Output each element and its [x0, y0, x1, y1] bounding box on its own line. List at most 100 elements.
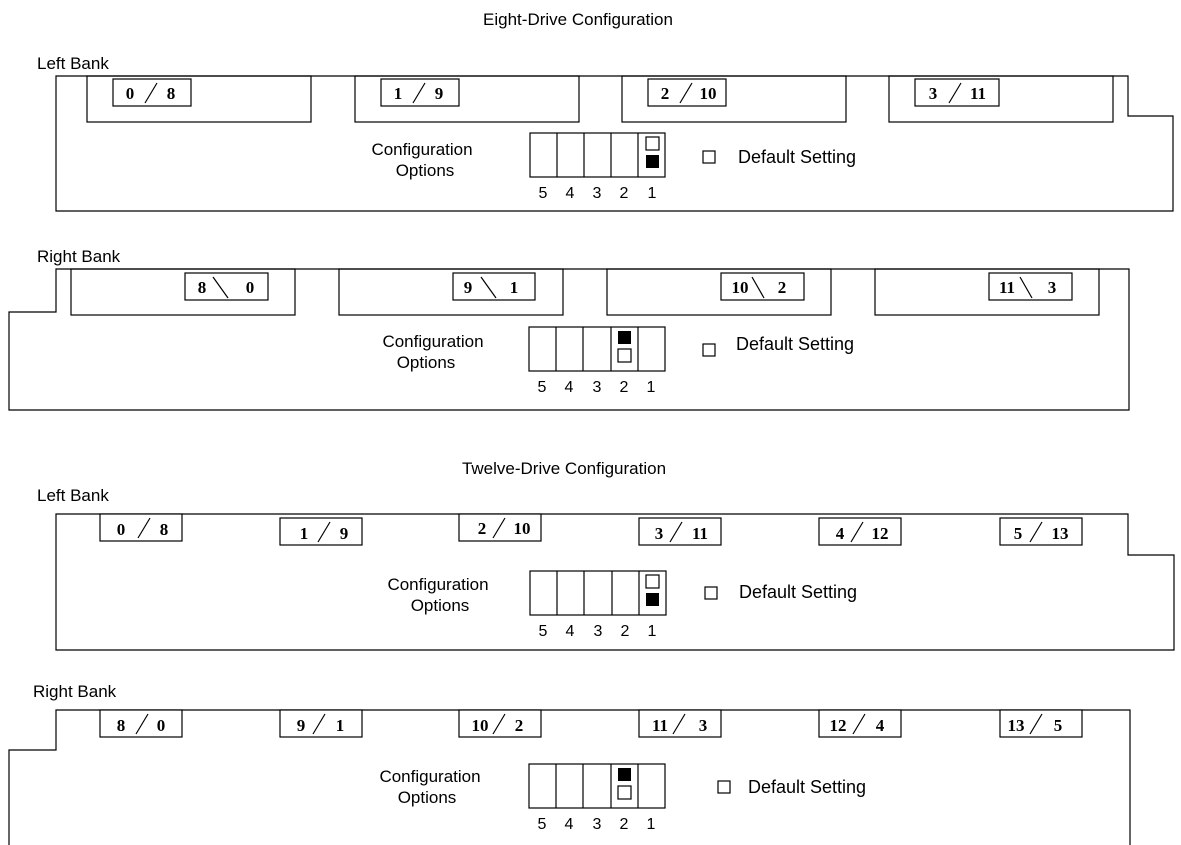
dip-switch-block: 5 4 3 2 1	[528, 326, 666, 396]
drive-slot-label: 5 13	[999, 517, 1083, 546]
dip-switch-block: 5 4 3 2 1	[528, 763, 666, 833]
switch-number: 5	[538, 816, 547, 833]
twelve-left-bank: Left Bank 0 8 1 9 2 10 3 11	[37, 486, 1175, 651]
default-setting-legend-icon	[702, 343, 716, 357]
slot-label-secondary: 12	[872, 524, 889, 543]
switch-number: 3	[594, 623, 603, 640]
twelve-right-bank: Right Bank 8 0 9 1 10 2 11 3	[8, 682, 1131, 845]
bank-label: Right Bank	[37, 247, 121, 266]
drive-slot-label: 2 10	[458, 513, 542, 542]
default-setting-legend-icon	[717, 780, 731, 794]
slot-label-secondary: 1	[336, 716, 345, 735]
switch-position-off	[617, 785, 632, 800]
switch-number: 2	[620, 379, 629, 396]
section-title-twelve-drive: Twelve-Drive Configuration	[462, 459, 666, 478]
drive-slot-label: 3 11	[638, 517, 722, 546]
slot-label-primary: 11	[999, 278, 1015, 297]
default-setting-legend-icon	[702, 150, 716, 164]
switch-position-on	[618, 768, 631, 781]
slot-label-primary: 5	[1014, 524, 1023, 543]
switch-number: 1	[648, 185, 657, 202]
switch-number: 1	[647, 816, 656, 833]
config-options-label-line1: Configuration	[371, 140, 472, 159]
drive-slot-label: 11 3	[638, 709, 722, 738]
slot-label-secondary: 10	[514, 519, 531, 538]
switch-number: 4	[566, 185, 575, 202]
switch-number: 4	[565, 816, 574, 833]
slot-label-primary: 11	[652, 716, 668, 735]
dip-switch-block: 5 4 3 2 1	[529, 132, 666, 202]
slot-label-primary: 9	[464, 278, 473, 297]
switch-number: 1	[648, 623, 657, 640]
default-setting-label: Default Setting	[739, 582, 857, 602]
drive-slot-label: 12 4	[818, 709, 902, 738]
bank-label: Left Bank	[37, 54, 109, 73]
switch-position-off	[645, 574, 660, 589]
slot-label-primary: 10	[472, 716, 489, 735]
drive-slot: 2 10	[621, 75, 847, 123]
drive-slot-label: 9 1	[279, 709, 363, 738]
switch-number: 1	[647, 379, 656, 396]
slot-label-primary: 3	[655, 524, 664, 543]
drive-slot-label: 8 0	[99, 709, 183, 738]
drive-slot: 8 0	[70, 268, 296, 316]
eight-left-bank: Left Bank 0 8 1 9 2 10 3 11	[37, 54, 1174, 212]
slot-label-primary: 8	[198, 278, 207, 297]
config-options-label-line1: Configuration	[382, 332, 483, 351]
slot-label-secondary: 11	[970, 84, 986, 103]
slot-label-primary: 0	[117, 520, 126, 539]
slot-label-secondary: 2	[515, 716, 524, 735]
default-setting-label: Default Setting	[748, 777, 866, 797]
slot-label-secondary: 10	[700, 84, 717, 103]
switch-number: 2	[620, 816, 629, 833]
board-outline	[55, 513, 1175, 651]
slot-label-secondary: 8	[167, 84, 176, 103]
slot-label-secondary: 8	[160, 520, 169, 539]
config-options-label-line2: Options	[396, 161, 455, 180]
switch-number: 5	[539, 623, 548, 640]
eight-right-bank: Right Bank 8 0 9 1 10 2 11 3	[8, 247, 1130, 411]
config-options-label-line2: Options	[411, 596, 470, 615]
drive-slot: 3 11	[888, 75, 1114, 123]
drive-slot: 0 8	[86, 75, 312, 123]
drive-slot-label: 1 9	[279, 517, 363, 546]
bank-label: Left Bank	[37, 486, 109, 505]
slot-label-primary: 2	[661, 84, 670, 103]
config-options-label-line2: Options	[398, 788, 457, 807]
slot-label-secondary: 2	[778, 278, 787, 297]
slot-label-secondary: 1	[510, 278, 519, 297]
slot-label-secondary: 11	[692, 524, 708, 543]
config-options-label-line1: Configuration	[387, 575, 488, 594]
board-outline	[8, 268, 1130, 411]
slot-label-secondary: 9	[435, 84, 444, 103]
drive-slot-label: 4 12	[818, 517, 902, 546]
slot-label-primary: 1	[394, 84, 403, 103]
drive-slot-label: 10 2	[458, 709, 542, 738]
drive-slot-label: 0 8	[99, 513, 183, 542]
slot-label-primary: 9	[297, 716, 306, 735]
drive-slot: 1 9	[354, 75, 580, 123]
slot-label-primary: 8	[117, 716, 126, 735]
switch-number: 2	[620, 185, 629, 202]
default-setting-label: Default Setting	[736, 334, 854, 354]
dip-switch-block: 5 4 3 2 1	[529, 570, 667, 640]
slot-label-secondary: 0	[246, 278, 255, 297]
config-options-label-line2: Options	[397, 353, 456, 372]
slot-label-primary: 10	[732, 278, 749, 297]
slot-label-primary: 0	[126, 84, 135, 103]
slot-label-secondary: 3	[699, 716, 708, 735]
slot-label-primary: 3	[929, 84, 938, 103]
slot-label-secondary: 9	[340, 524, 349, 543]
switch-position-on	[618, 331, 631, 344]
default-setting-legend-icon	[704, 586, 718, 600]
slot-label-secondary: 3	[1048, 278, 1057, 297]
default-setting-label: Default Setting	[738, 147, 856, 167]
switch-number: 4	[565, 379, 574, 396]
drive-slot: 9 1	[338, 268, 564, 316]
switch-number: 5	[538, 379, 547, 396]
switch-number: 3	[593, 185, 602, 202]
slot-label-primary: 2	[478, 519, 487, 538]
switch-position-on	[646, 155, 659, 168]
slot-label-secondary: 5	[1054, 716, 1063, 735]
